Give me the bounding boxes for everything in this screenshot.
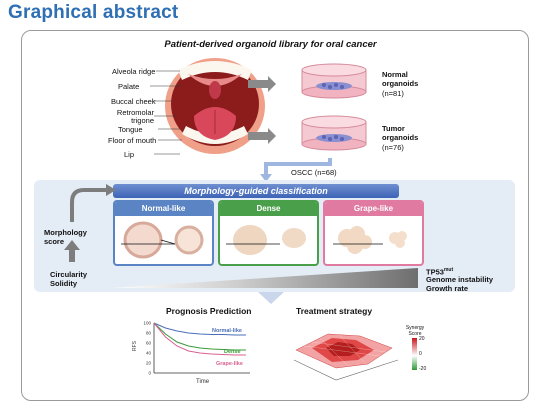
morphology-score-label: Morphology score	[44, 228, 87, 246]
class-card-normal-like: Normal-like	[113, 200, 214, 266]
colorbar-tick-high: 20	[419, 336, 425, 342]
down-arrow	[258, 292, 284, 304]
label-buccal-cheek: Buccal cheek	[111, 97, 156, 106]
normal-organoids-label: Normal organoids	[382, 70, 419, 88]
page-title: Graphical abstract	[8, 2, 179, 23]
dish-arrows	[248, 76, 276, 144]
y-tick-label: 80	[146, 331, 152, 336]
class-label-normal-like: Normal-like	[115, 202, 212, 216]
y-tick-label: 20	[146, 361, 152, 366]
library-title: Patient-derived organoid library for ora…	[164, 39, 377, 50]
treatment-title: Treatment strategy	[296, 306, 373, 316]
class-label-grape-like: Grape-like	[325, 202, 422, 216]
series-line-dense	[153, 322, 246, 351]
oscc-connector	[260, 158, 332, 182]
grape-like-organoid-image	[333, 226, 407, 254]
legend-dense: Dense	[224, 349, 241, 355]
series-line-grape-like	[153, 322, 246, 356]
arrow-to-normal	[248, 76, 276, 92]
colorbar-tick-low: -20	[419, 366, 427, 372]
y-tick-label: 40	[146, 351, 152, 356]
y-tick-label: 60	[146, 341, 152, 346]
legend-grape-like: Grape-like	[216, 361, 243, 367]
y-tick-label: 0	[148, 371, 151, 376]
tp53-label: TP53mut	[426, 267, 454, 277]
arrow-to-tumor	[248, 128, 276, 144]
circularity-solidity-label: Circularity Solidity	[50, 270, 88, 288]
morphology-score-arrow	[64, 184, 116, 262]
colorbar-tick-zero: 0	[419, 351, 422, 357]
dense-organoid-image	[226, 225, 306, 255]
label-tongue: Tongue	[118, 125, 143, 134]
classification-title: Morphology-guided classification	[113, 184, 399, 198]
label-alveola-ridge: Alveola ridge	[112, 67, 156, 76]
mouth-illustration	[165, 58, 265, 154]
label-floor-of-mouth: Floor of mouth	[108, 136, 157, 145]
normal-organoid-dish	[301, 63, 367, 99]
anatomy-pointer-lines	[150, 70, 182, 155]
normal-organoids-count: (n=81)	[382, 89, 404, 98]
class-card-grape-like: Grape-like	[323, 200, 424, 266]
y-axis-label: RFS	[132, 340, 138, 351]
label-palate: Palate	[118, 82, 140, 91]
x-axis-label: Time	[196, 379, 210, 385]
class-label-dense: Dense	[220, 202, 317, 216]
tumor-organoids-count: (n=76)	[382, 143, 404, 152]
growth-rate-label: Growth rate	[426, 284, 469, 293]
normal-like-organoid-image	[121, 221, 204, 259]
y-tick-label: 100	[143, 321, 151, 326]
legend-normal-like: Normal-like	[212, 328, 242, 334]
label-lip: Lip	[124, 150, 135, 159]
series-line-normal-like	[153, 322, 246, 336]
synergy-colorbar-title: Synergy Score	[405, 325, 425, 337]
synergy-surface-plot	[293, 333, 399, 381]
tumor-organoid-dish	[301, 115, 367, 151]
prognosis-title: Prognosis Prediction	[166, 306, 252, 316]
oscc-label: OSCC (n=68)	[291, 168, 337, 177]
genome-instability-label: Genome instability	[426, 275, 494, 284]
tumor-organoids-label: Tumor organoids	[382, 124, 419, 142]
synergy-colorbar	[412, 338, 417, 370]
label-retromolar-trigone: Retromolar trigone	[116, 108, 154, 125]
surface-base-axes	[293, 359, 399, 381]
class-card-dense: Dense	[218, 200, 319, 266]
